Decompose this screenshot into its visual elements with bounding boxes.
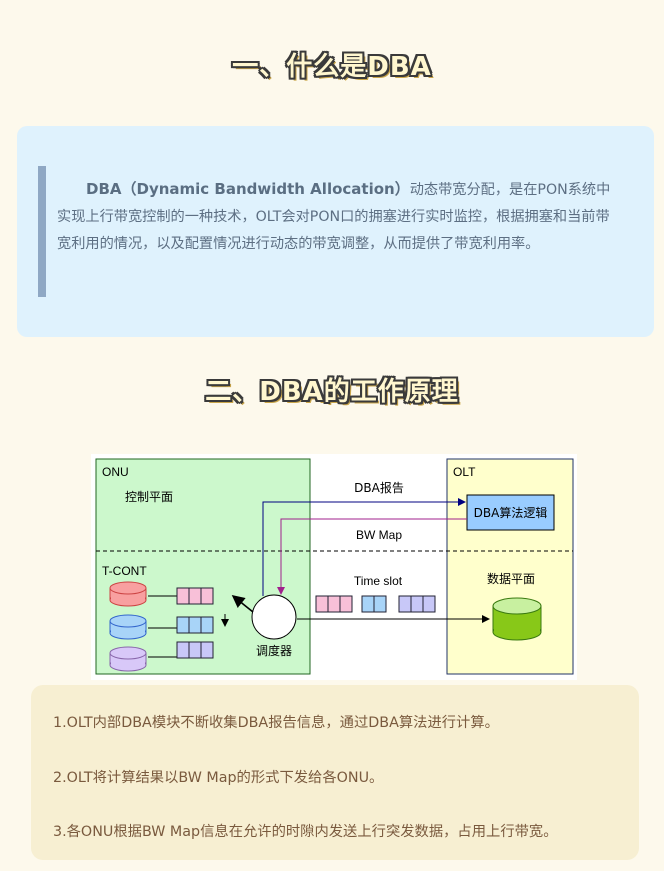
section-title-what-is-dba: 一、什么是DBA	[232, 52, 432, 82]
intro-body: 动态带宽分配，是在PON系统中实现上行带宽控制的一种技术，OLT会对PON口的拥…	[57, 182, 611, 252]
slot-blue	[361, 595, 387, 613]
bw-map-arrow	[277, 518, 467, 595]
data-plane-label: 数据平面	[487, 571, 535, 586]
olt-box	[446, 458, 574, 675]
dba-principle-diagram: ONU 控制平面 T-CONT OLT 数据平面 DBA算法逻辑 DBA报告 B…	[91, 454, 577, 680]
notes-card: 1.OLT内部DBA模块不断收集DBA报告信息，通过DBA算法进行计算。 2.O…	[31, 685, 639, 860]
tcont-label: T-CONT	[102, 564, 147, 578]
dba-report-label: DBA报告	[354, 480, 404, 495]
dba-logic-label: DBA算法逻辑	[474, 505, 548, 520]
tcont-cylinder-purple	[109, 646, 147, 672]
intro-paragraph: DBA（Dynamic Bandwidth Allocation）动态带宽分配，…	[57, 176, 623, 258]
time-slot-label: Time slot	[354, 574, 403, 588]
intro-card: DBA（Dynamic Bandwidth Allocation）动态带宽分配，…	[17, 126, 654, 337]
bw-map-label: BW Map	[356, 528, 402, 542]
note-item: 1.OLT内部DBA模块不断收集DBA报告信息，通过DBA算法进行计算。	[53, 715, 499, 731]
control-plane-label: 控制平面	[125, 490, 173, 504]
slot-red	[315, 595, 353, 613]
note-item: 3.各ONU根据BW Map信息在允许的时隙内发送上行突发数据，占用上行带宽。	[53, 824, 558, 840]
section-title-how-dba-works: 二、DBA的工作原理	[205, 377, 459, 407]
dba-report-arrow	[262, 498, 466, 596]
queue-red	[176, 587, 214, 605]
olt-label: OLT	[453, 465, 476, 479]
scheduler-label: 调度器	[256, 643, 292, 658]
queue-blue	[176, 616, 214, 634]
quote-bar	[38, 166, 46, 297]
tcont-cylinder-red	[109, 581, 147, 607]
queue-purple	[176, 641, 214, 659]
slot-purple	[398, 595, 436, 613]
intro-term: DBA（Dynamic Bandwidth Allocation）	[86, 180, 410, 198]
tcont-cylinder-blue	[109, 614, 147, 640]
scheduler-node	[251, 594, 297, 640]
dba-logic-box	[466, 494, 555, 531]
data-plane-cylinder	[492, 597, 542, 641]
onu-label: ONU	[102, 465, 129, 479]
note-item: 2.OLT将计算结果以BW Map的形式下发给各ONU。	[53, 770, 384, 786]
